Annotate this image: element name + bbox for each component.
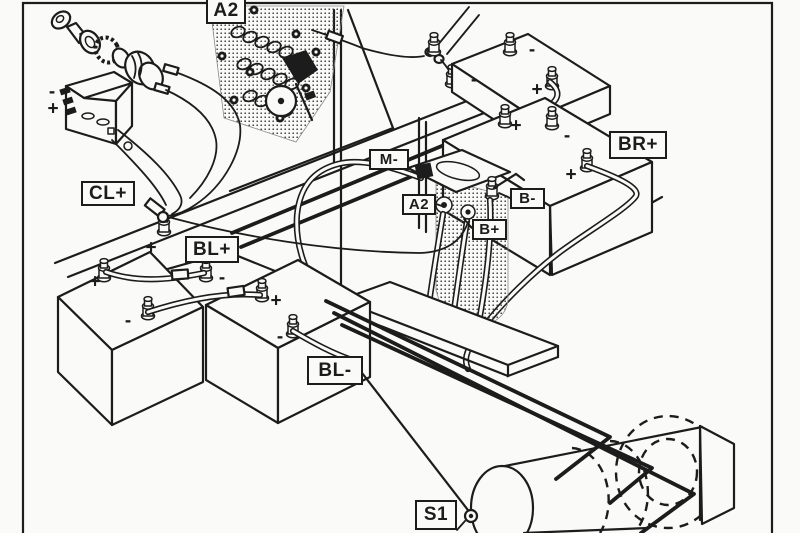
polarity-marker: + — [565, 164, 577, 186]
terminal-label-cl-plus: CL+ — [81, 181, 135, 206]
s1-terminal — [456, 508, 479, 531]
polarity-marker: - — [124, 310, 132, 332]
battery-post — [502, 31, 518, 57]
polarity-marker: - — [470, 69, 478, 91]
inline-connector — [324, 29, 344, 45]
battery-post — [254, 277, 270, 303]
inline-connector — [170, 268, 190, 281]
terminal-label-m-minus: M- — [369, 149, 409, 170]
terminal-label-b-plus: B+ — [472, 219, 507, 240]
motor-cable-bundle — [324, 299, 696, 533]
motor — [456, 414, 736, 533]
resistor-board — [209, 5, 345, 143]
polarity-marker: + — [270, 290, 282, 312]
polarity-marker: - — [48, 81, 56, 103]
polarity-marker: - — [276, 326, 284, 348]
terminal-label-bl-minus: BL- — [307, 356, 363, 385]
inline-connector — [226, 284, 246, 299]
key-switch-wires — [111, 72, 242, 217]
terminal-label-b-minus: B- — [510, 188, 545, 209]
terminal-label-a2-mid: A2 — [402, 194, 436, 215]
terminal-label-a2-top: A2 — [206, 0, 246, 24]
terminal-label-s1: S1 — [415, 500, 457, 530]
border-frame — [21, 1, 774, 533]
polarity-marker: - — [218, 267, 226, 289]
polarity-marker: - — [528, 39, 536, 61]
polarity-marker: + — [145, 237, 157, 259]
charger-receptacle-block — [59, 70, 134, 151]
polarity-marker: + — [89, 271, 101, 293]
spade-connector — [162, 63, 180, 76]
polarity-marker: - — [563, 125, 571, 147]
terminal-label-br-plus: BR+ — [609, 131, 667, 159]
spade-connector — [153, 82, 171, 95]
mounting-screw — [123, 141, 133, 151]
polarity-marker: + — [510, 115, 522, 137]
battery-post — [544, 105, 560, 131]
polarity-marker: + — [47, 98, 59, 120]
b-minus-stud — [484, 175, 500, 201]
interconnect-wires — [171, 217, 473, 516]
label-leaders — [408, 167, 511, 229]
wiper-arm — [264, 50, 318, 122]
key-switch — [50, 10, 180, 95]
polarity-marker: + — [531, 79, 543, 101]
cl-plus-lug — [143, 197, 170, 224]
terminal-label-bl-plus: BL+ — [185, 236, 239, 263]
battery-bank-bottom-left — [56, 197, 372, 427]
